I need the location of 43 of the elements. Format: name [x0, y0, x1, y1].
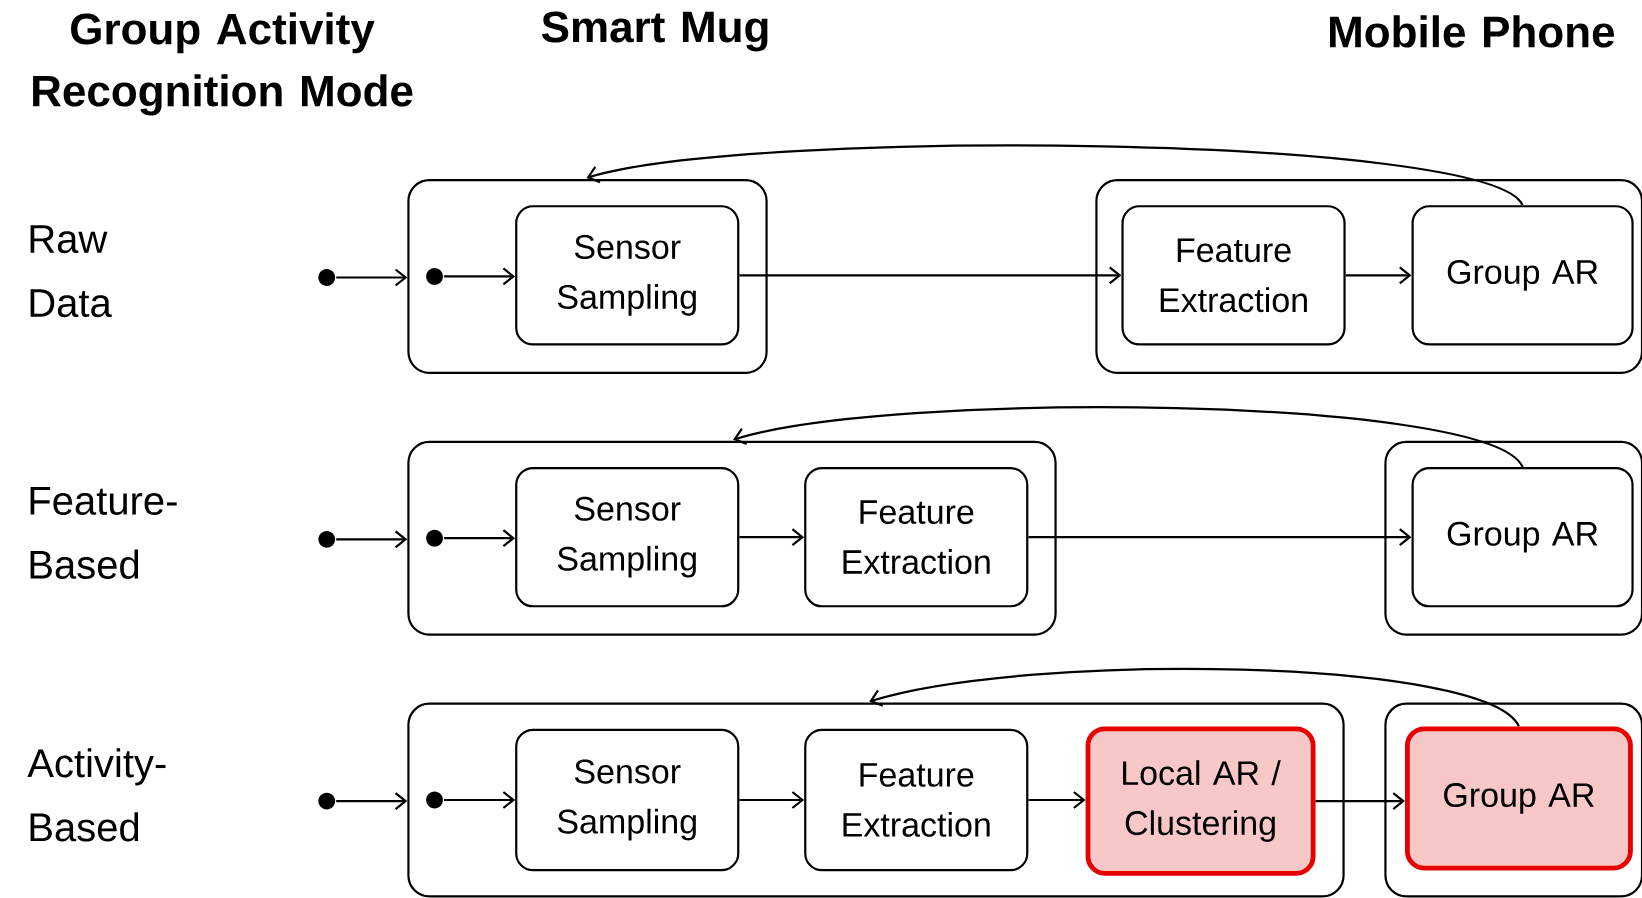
row-label: Feature-Based — [30, 486, 177, 579]
device-container — [1384, 440, 1642, 636]
arrow — [1028, 790, 1086, 809]
process-box: Sensor Sampling — [515, 728, 740, 871]
process-box: Feature Extraction — [804, 466, 1029, 608]
arrow — [336, 268, 408, 287]
start-dot — [318, 530, 336, 548]
device-container — [407, 178, 768, 374]
process-box: Feature Extraction — [804, 728, 1029, 871]
heading: Group Activity Recognition Mode — [33, 12, 413, 116]
arrow — [336, 530, 408, 548]
arrow — [444, 790, 516, 809]
process-box: Group AR — [1411, 204, 1634, 346]
arrow — [336, 792, 408, 810]
arrow — [739, 266, 1122, 284]
start-dot — [426, 529, 443, 547]
arrow — [1028, 528, 1412, 546]
row-label: Activity-Based — [27, 747, 166, 842]
process-box: Group AR — [1411, 466, 1634, 608]
highlighted-process-box: Local AR / Clustering — [1085, 726, 1316, 876]
device-container — [407, 702, 1345, 898]
start-dot — [426, 267, 443, 285]
arrow — [1315, 791, 1405, 810]
process-box: Feature Extraction — [1121, 204, 1346, 346]
device-container — [407, 440, 1057, 636]
heading: Mobile Phone — [1330, 15, 1615, 48]
highlighted-process-box: Group AR — [1405, 726, 1633, 871]
process-box: Sensor Sampling — [515, 466, 740, 608]
arrow — [869, 667, 1520, 727]
process-box: Sensor Sampling — [515, 204, 740, 346]
arrow — [739, 528, 805, 546]
arrow — [739, 790, 805, 809]
start-dot — [318, 792, 336, 810]
arrow — [444, 529, 516, 547]
row-label: Raw Data — [30, 225, 112, 317]
device-container — [1095, 178, 1642, 374]
start-dot — [426, 791, 443, 809]
arrow — [586, 144, 1524, 206]
arrow — [733, 406, 1524, 468]
heading: Smart Mug — [541, 11, 768, 52]
arrow — [1345, 266, 1412, 284]
arrow — [444, 267, 516, 285]
start-dot — [318, 268, 336, 286]
